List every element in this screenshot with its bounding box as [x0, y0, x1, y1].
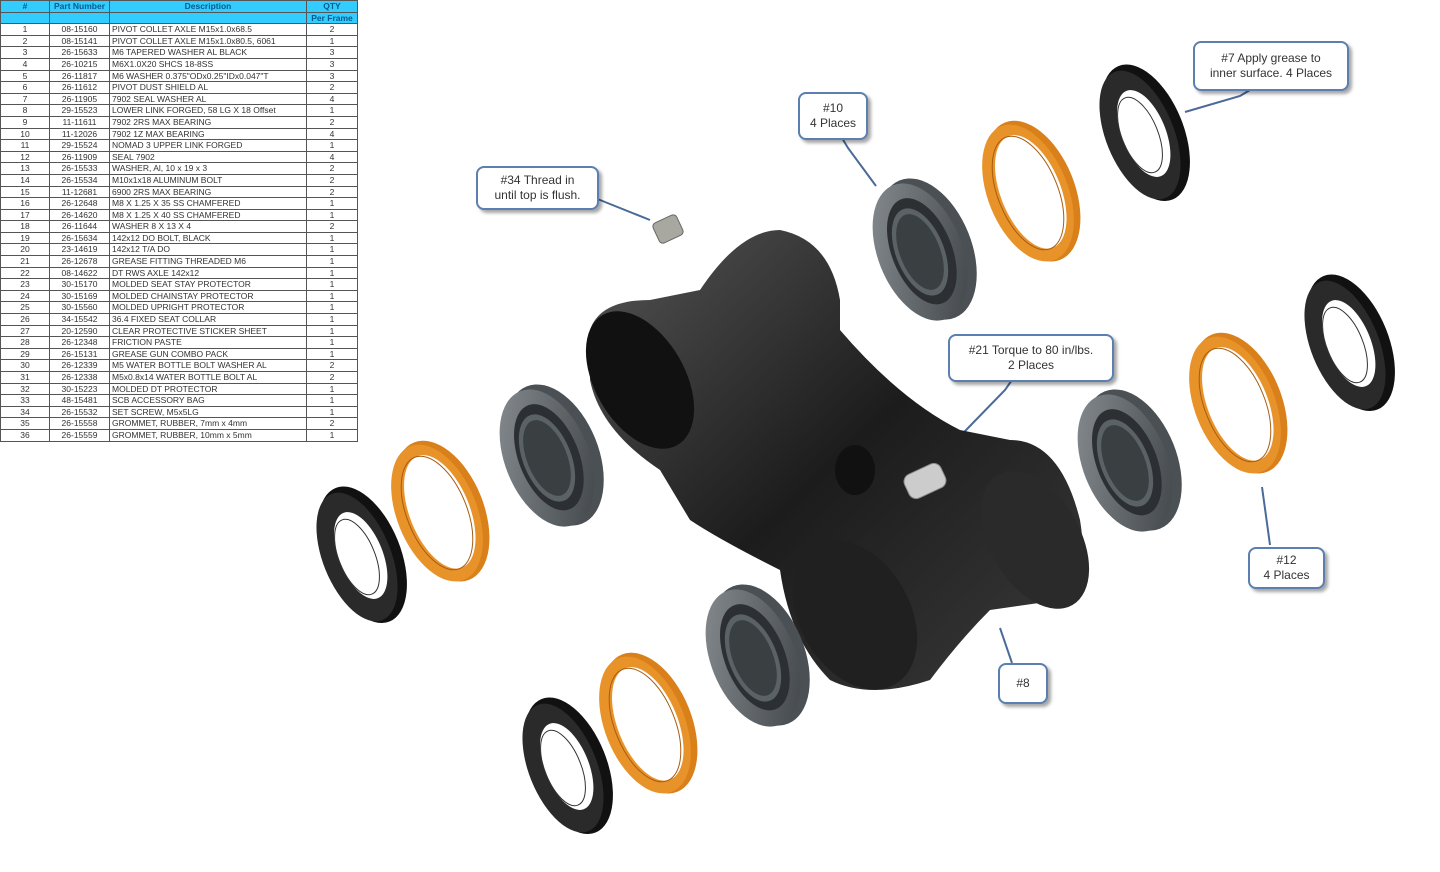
callout-text: #7 Apply grease to [1221, 51, 1321, 65]
callout-text: #12 [1276, 553, 1297, 567]
quantity: 2 [306, 220, 358, 233]
quantity: 3 [306, 46, 358, 59]
bearing-ring [705, 584, 810, 727]
seal-ring [522, 697, 613, 835]
orange-ring [391, 440, 490, 582]
bearing-ring [872, 178, 977, 321]
quantity: 1 [306, 231, 358, 245]
seal-ring [316, 486, 407, 624]
row-number: 18 [0, 220, 50, 233]
grease-port [835, 445, 875, 495]
description: PIVOT COLLET AXLE M15x1.0x80.5, 6061 [109, 34, 307, 48]
callout-text: 4 Places [809, 116, 857, 130]
orange-ring [1189, 332, 1288, 474]
callout-text: #8 [1016, 676, 1030, 690]
quantity: 1 [306, 255, 358, 268]
grease-fitting [903, 462, 947, 500]
quantity: 3 [306, 69, 358, 83]
quantity: 1 [306, 428, 358, 442]
seal-ring [1304, 274, 1395, 412]
header-qty: QTY [306, 0, 358, 13]
row-number: 19 [0, 231, 50, 245]
part-number: 26-12648 [49, 197, 110, 210]
part-number: 26-15633 [49, 46, 110, 59]
header-qty-per-frame: Per Frame [306, 11, 358, 25]
quantity: 1 [306, 197, 358, 210]
orange-ring [982, 120, 1081, 262]
callout-text: 2 Places [1007, 358, 1055, 372]
orange-ring [599, 652, 698, 794]
quantity: 2 [306, 173, 358, 187]
header-desc: Description [109, 0, 307, 13]
lower-link-body [585, 230, 1090, 690]
quantity: 1 [306, 243, 358, 257]
row-number: 10 [0, 127, 50, 141]
callout-text: #34 Thread in [500, 173, 575, 187]
quantity: 1 [306, 34, 358, 48]
quantity: 2 [306, 23, 358, 36]
quantity: 1 [306, 266, 358, 280]
bearing-ring [499, 384, 604, 527]
header-num: # [0, 0, 50, 13]
callout-8: #8 [998, 663, 1048, 704]
quantity: 1 [306, 208, 358, 222]
callout-21-torque: #21 Torque to 80 in/lbs.2 Places [948, 334, 1114, 382]
seal-ring [1099, 64, 1190, 202]
quantity: 2 [306, 185, 358, 199]
row-number: 20 [0, 243, 50, 257]
quantity: 4 [306, 127, 358, 141]
header-part: Part Number [49, 0, 110, 13]
quantity: 4 [306, 150, 358, 164]
description: 7902 1Z MAX BEARING [109, 127, 307, 141]
bearing-ring [1077, 389, 1182, 532]
callout-text: #21 Torque to 80 in/lbs. [968, 343, 1094, 357]
part-number: 26-11644 [49, 220, 110, 233]
part-number: 26-14620 [49, 208, 110, 222]
description: GROMMET, RUBBER, 10mm x 5mm [109, 428, 307, 442]
set-screw [652, 214, 684, 244]
part-number: 11-12026 [49, 127, 110, 141]
callout-text: inner surface. 4 Places [1209, 66, 1333, 80]
part-number: 23-14619 [49, 243, 110, 257]
callout-text: #10 [822, 101, 844, 115]
callout-text: until top is flush. [494, 188, 581, 202]
quantity: 2 [306, 162, 358, 175]
description: M6 TAPERED WASHER AL BLACK [109, 46, 307, 59]
row-number: 13 [0, 162, 50, 175]
quantity: 1 [306, 139, 358, 152]
description: M10x1x18 ALUMINUM BOLT [109, 173, 307, 187]
row-number: 36 [0, 428, 50, 442]
callout-text: 4 Places [1263, 568, 1310, 582]
